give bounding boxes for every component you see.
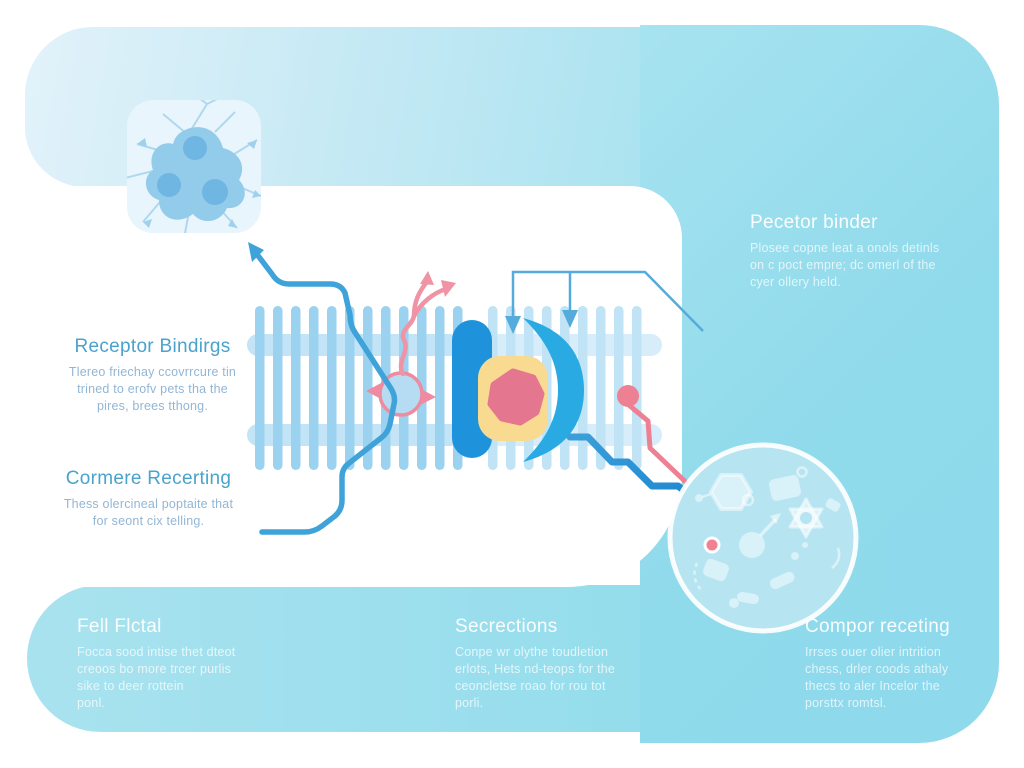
inset-particles [703,473,841,608]
label-line: Tlereo friechay ccovrrcure tin [68,365,237,379]
inset-mini-arrow [758,513,781,538]
label-line: cyer ollery held. [750,275,841,289]
label-line: porsttx romtsl. [805,696,887,710]
neuron-thumbnail [127,100,261,233]
label-line: Thess olercineal poptaite that [63,497,234,511]
up-arrowhead-icon [420,271,434,285]
inset-star-enzyme [788,497,824,539]
label-line: pires, brees tthong. [96,399,208,413]
label-title: Compor receting [805,616,950,637]
label-receptor-bindings: Receptor Bindirgs Tlereo friechay ccovrr… [60,336,245,415]
neuron-synapse-nodes [137,138,261,228]
background-right-panel [640,25,999,743]
neuron-dendrites [127,100,261,233]
label-line: Conpe wr olythe toudletion [455,645,609,659]
neuron-illustration [127,100,261,233]
vesicle-inset-circle [667,442,859,634]
label-line: erlots, Hets nd-teops for the [455,662,616,676]
receptor-crescent [523,318,584,462]
label-line: Focca sood intise thet dteot [77,645,236,659]
receptor-core-pink-blob [487,368,545,426]
label-line: sike to deer rottein [77,679,184,693]
inset-outlines [693,466,841,592]
down-arrowhead-icon [505,316,521,334]
pointer-bracket-arrows [505,270,704,334]
label-line: chess, drler coods athaly [805,662,949,676]
neuron-nucleus [183,136,207,160]
label-title: Cormere Recerting [65,468,232,489]
label-secrections: Secrections Conpe wr olythe toudletion e… [455,616,655,712]
background-bottom-band [27,585,640,732]
inset-pink-vesicle [703,536,721,554]
label-line: trined to erofv pets tha the [77,382,228,396]
label-title: Secrections [455,616,558,637]
label-pecetor-binder: Pecetor binder Plosee copne leat a onols… [750,212,955,291]
label-fell-flctal: Fell Flctal Focca sood intise thet dteot… [77,616,277,712]
label-line: thecs to aler Incelor the [805,679,940,693]
label-cormere-recerting: Cormere Recerting Thess olercineal popta… [56,468,241,530]
neuron-nucleus [157,173,181,197]
receptor-protein [452,318,584,462]
label-title: Pecetor binder [750,212,878,233]
up-left-arrowhead-icon [248,242,264,262]
label-title: Fell Flctal [77,616,162,637]
neuron-nucleus [202,179,228,205]
label-line: on c poct empre; dc omerl of the [750,258,936,272]
label-line: Irrses ouer olier intrition [805,645,942,659]
label-line: porli. [455,696,484,710]
label-line: ceoncletse roao for rou tot [455,679,606,693]
label-line: Plosee copne leat a onols detinls [750,241,940,255]
signal-ball-line [617,385,695,491]
down-arrowhead-icon [562,310,578,328]
pathway-blue-line [248,242,398,535]
signal-branch-arrows [398,271,456,377]
label-compor-receting: Compor receting Irrses ouer olier intrit… [805,616,990,712]
label-line: for seont cix telling. [92,514,205,528]
up-arrowhead-icon [441,280,456,297]
label-line: creoos bo more trcer purlis [77,662,232,676]
label-line: ponl. [77,696,106,710]
label-title: Receptor Bindirgs [74,336,231,357]
